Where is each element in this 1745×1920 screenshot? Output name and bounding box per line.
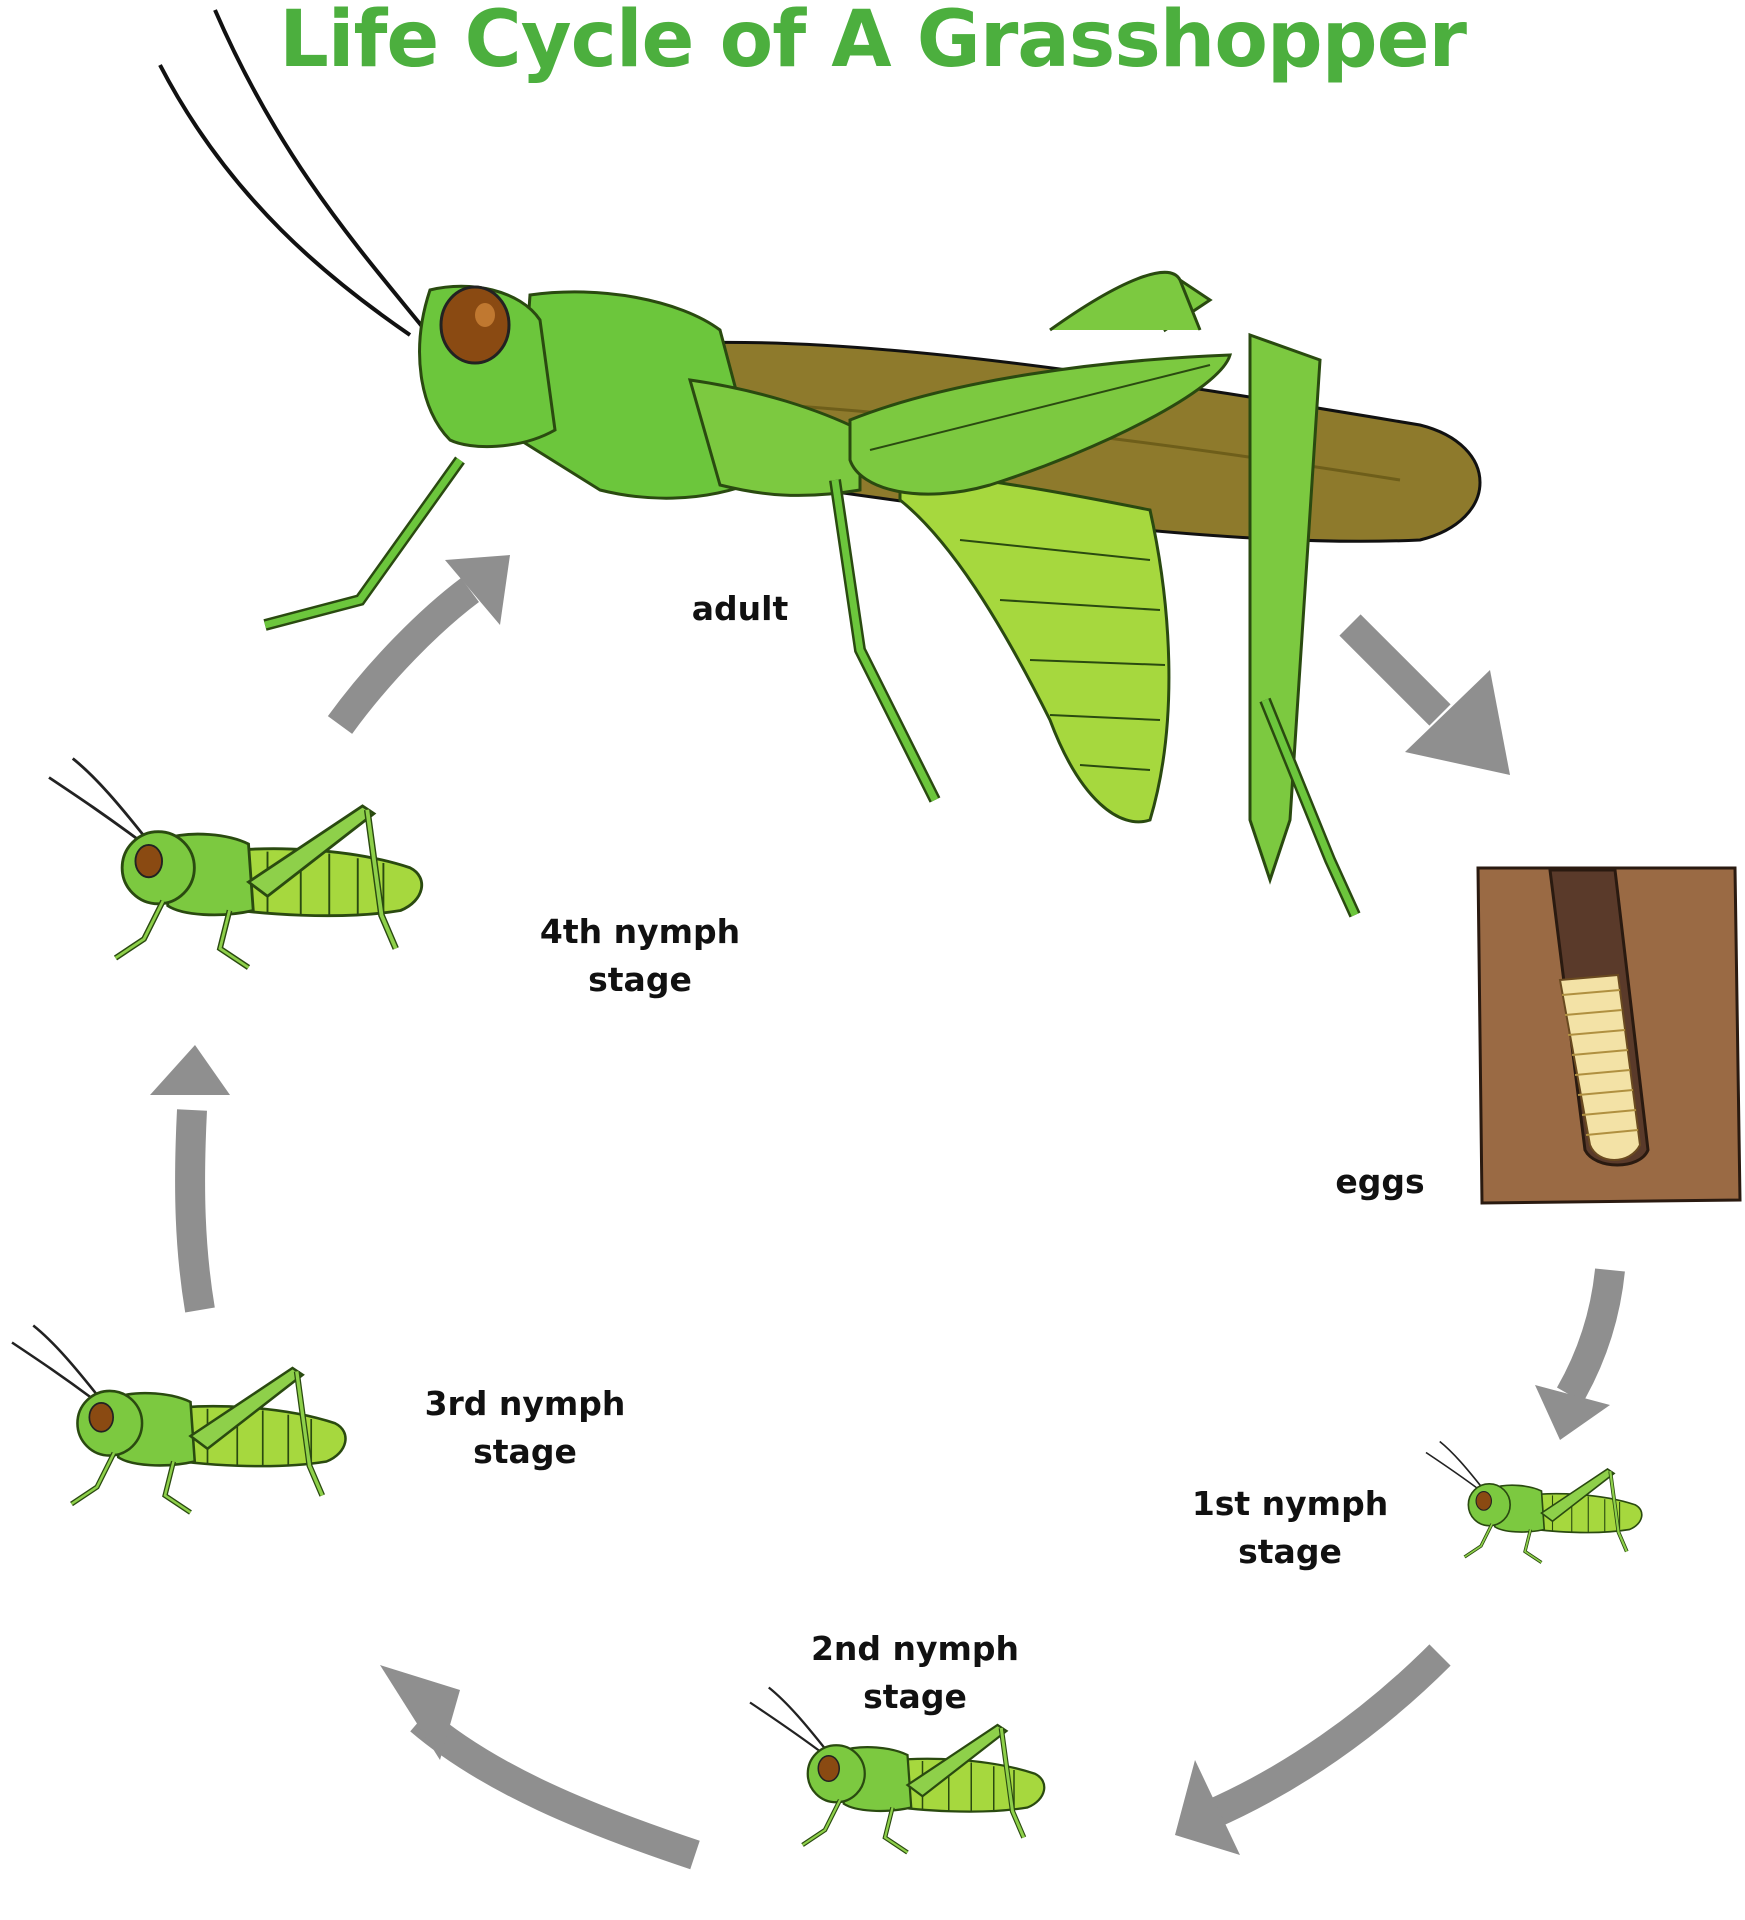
arrow-nymph2-to-nymph3-icon [380, 1665, 700, 1870]
label-adult: adult [670, 585, 810, 633]
nymph4-icon [49, 759, 422, 968]
nymph1-icon [1424, 1439, 1644, 1565]
label-nymph2-line2: stage [863, 1677, 967, 1716]
label-nymph3: 3rd nymph stage [405, 1380, 645, 1476]
arrow-nymph3-to-nymph4-icon [150, 1045, 230, 1313]
arrow-eggs-to-nymph1-icon [1535, 1268, 1625, 1440]
nymph3-icon [12, 1326, 345, 1513]
label-nymph1-line2: stage [1238, 1532, 1342, 1571]
adult-grasshopper-icon [158, 9, 1482, 918]
arrow-adult-to-eggs-icon [1339, 614, 1510, 775]
arrow-nymph1-to-nymph2-icon [1175, 1644, 1451, 1855]
label-eggs: eggs [1310, 1158, 1450, 1206]
cycle-arrows [150, 555, 1625, 1870]
page-title: Life Cycle of A Grasshopper [279, 0, 1467, 85]
label-nymph4-line1: 4th nymph [539, 912, 741, 951]
label-nymph1: 1st nymph stage [1170, 1480, 1410, 1576]
label-adult-text: adult [691, 589, 789, 628]
label-nymph3-line2: stage [473, 1432, 577, 1471]
label-eggs-text: eggs [1335, 1162, 1425, 1201]
label-nymph1-line1: 1st nymph [1191, 1484, 1389, 1523]
label-nymph3-line1: 3rd nymph [424, 1384, 626, 1423]
egg-pod-icon [1476, 866, 1742, 1205]
label-nymph4: 4th nymph stage [520, 908, 760, 1004]
arrow-nymph4-to-adult-icon [327, 555, 510, 734]
label-nymph2-line1: 2nd nymph [810, 1629, 1020, 1668]
label-nymph4-line2: stage [588, 960, 692, 999]
label-nymph2: 2nd nymph stage [795, 1625, 1035, 1721]
